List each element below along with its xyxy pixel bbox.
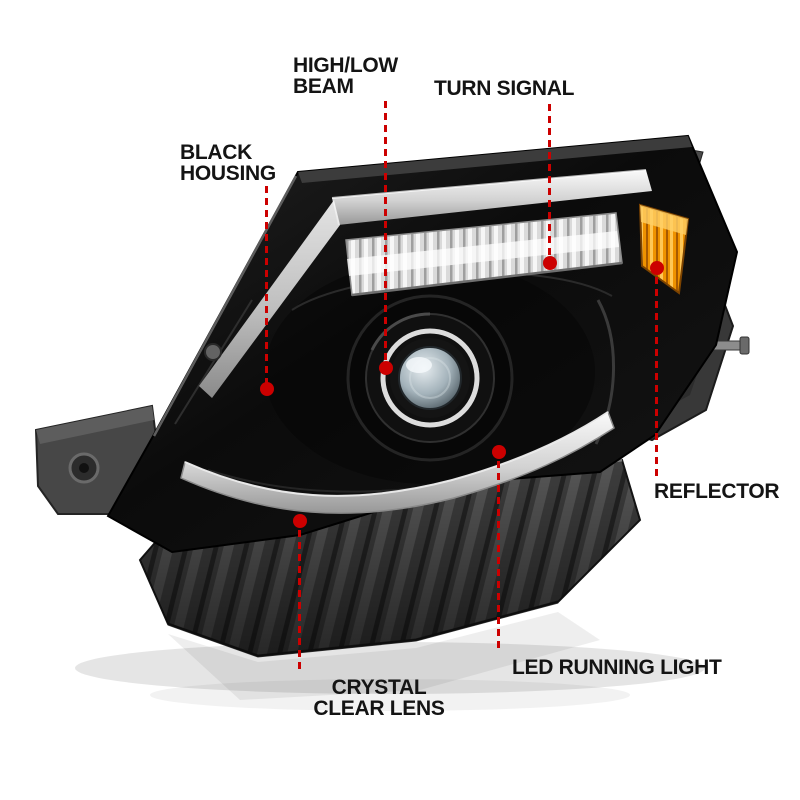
leader-line-turn-signal <box>548 104 551 257</box>
leader-line-black-housing <box>265 186 268 383</box>
annotation-label-high-low-beam: HIGH/LOW BEAM <box>293 55 398 97</box>
callout-dot-black-housing <box>260 382 274 396</box>
callout-dot-turn-signal <box>543 256 557 270</box>
callout-dot-led-running-light <box>492 445 506 459</box>
label-line: CLEAR LENS <box>313 697 445 720</box>
label-line: TURN SIGNAL <box>434 77 575 100</box>
callout-dot-high-low-beam <box>379 361 393 375</box>
leader-line-reflector <box>655 277 658 477</box>
leader-line-high-low-beam <box>384 101 387 361</box>
ground-shadow <box>75 642 705 711</box>
annotation-label-black-housing: BLACK HOUSING <box>180 142 276 184</box>
floor-reflection <box>168 612 600 700</box>
label-line: LED RUNNING LIGHT <box>512 656 722 679</box>
leader-line-led-running-light <box>497 461 500 652</box>
drl-light-bar-bottom <box>180 410 615 514</box>
turn-signal-lens <box>345 212 623 297</box>
label-line: CRYSTAL <box>331 676 427 699</box>
adjuster-bolt <box>204 343 222 361</box>
annotation-label-turn-signal: TURN SIGNAL <box>434 77 575 100</box>
label-line: HIGH/LOW <box>293 54 398 77</box>
leader-line-crystal-clear-lens <box>298 530 301 673</box>
annotation-label-reflector: REFLECTOR <box>654 480 780 503</box>
callout-dot-crystal-clear-lens <box>293 514 307 528</box>
label-line: BLACK <box>180 141 252 164</box>
label-line: HOUSING <box>180 162 276 185</box>
label-line: BEAM <box>293 75 354 98</box>
projector-assembly <box>346 294 514 462</box>
annotation-label-led-running-light: LED RUNNING LIGHT <box>512 657 722 678</box>
callout-dot-reflector <box>650 261 664 275</box>
annotation-label-crystal-clear-lens: CRYSTAL CLEAR LENS <box>303 677 455 719</box>
label-line: REFLECTOR <box>654 480 780 503</box>
